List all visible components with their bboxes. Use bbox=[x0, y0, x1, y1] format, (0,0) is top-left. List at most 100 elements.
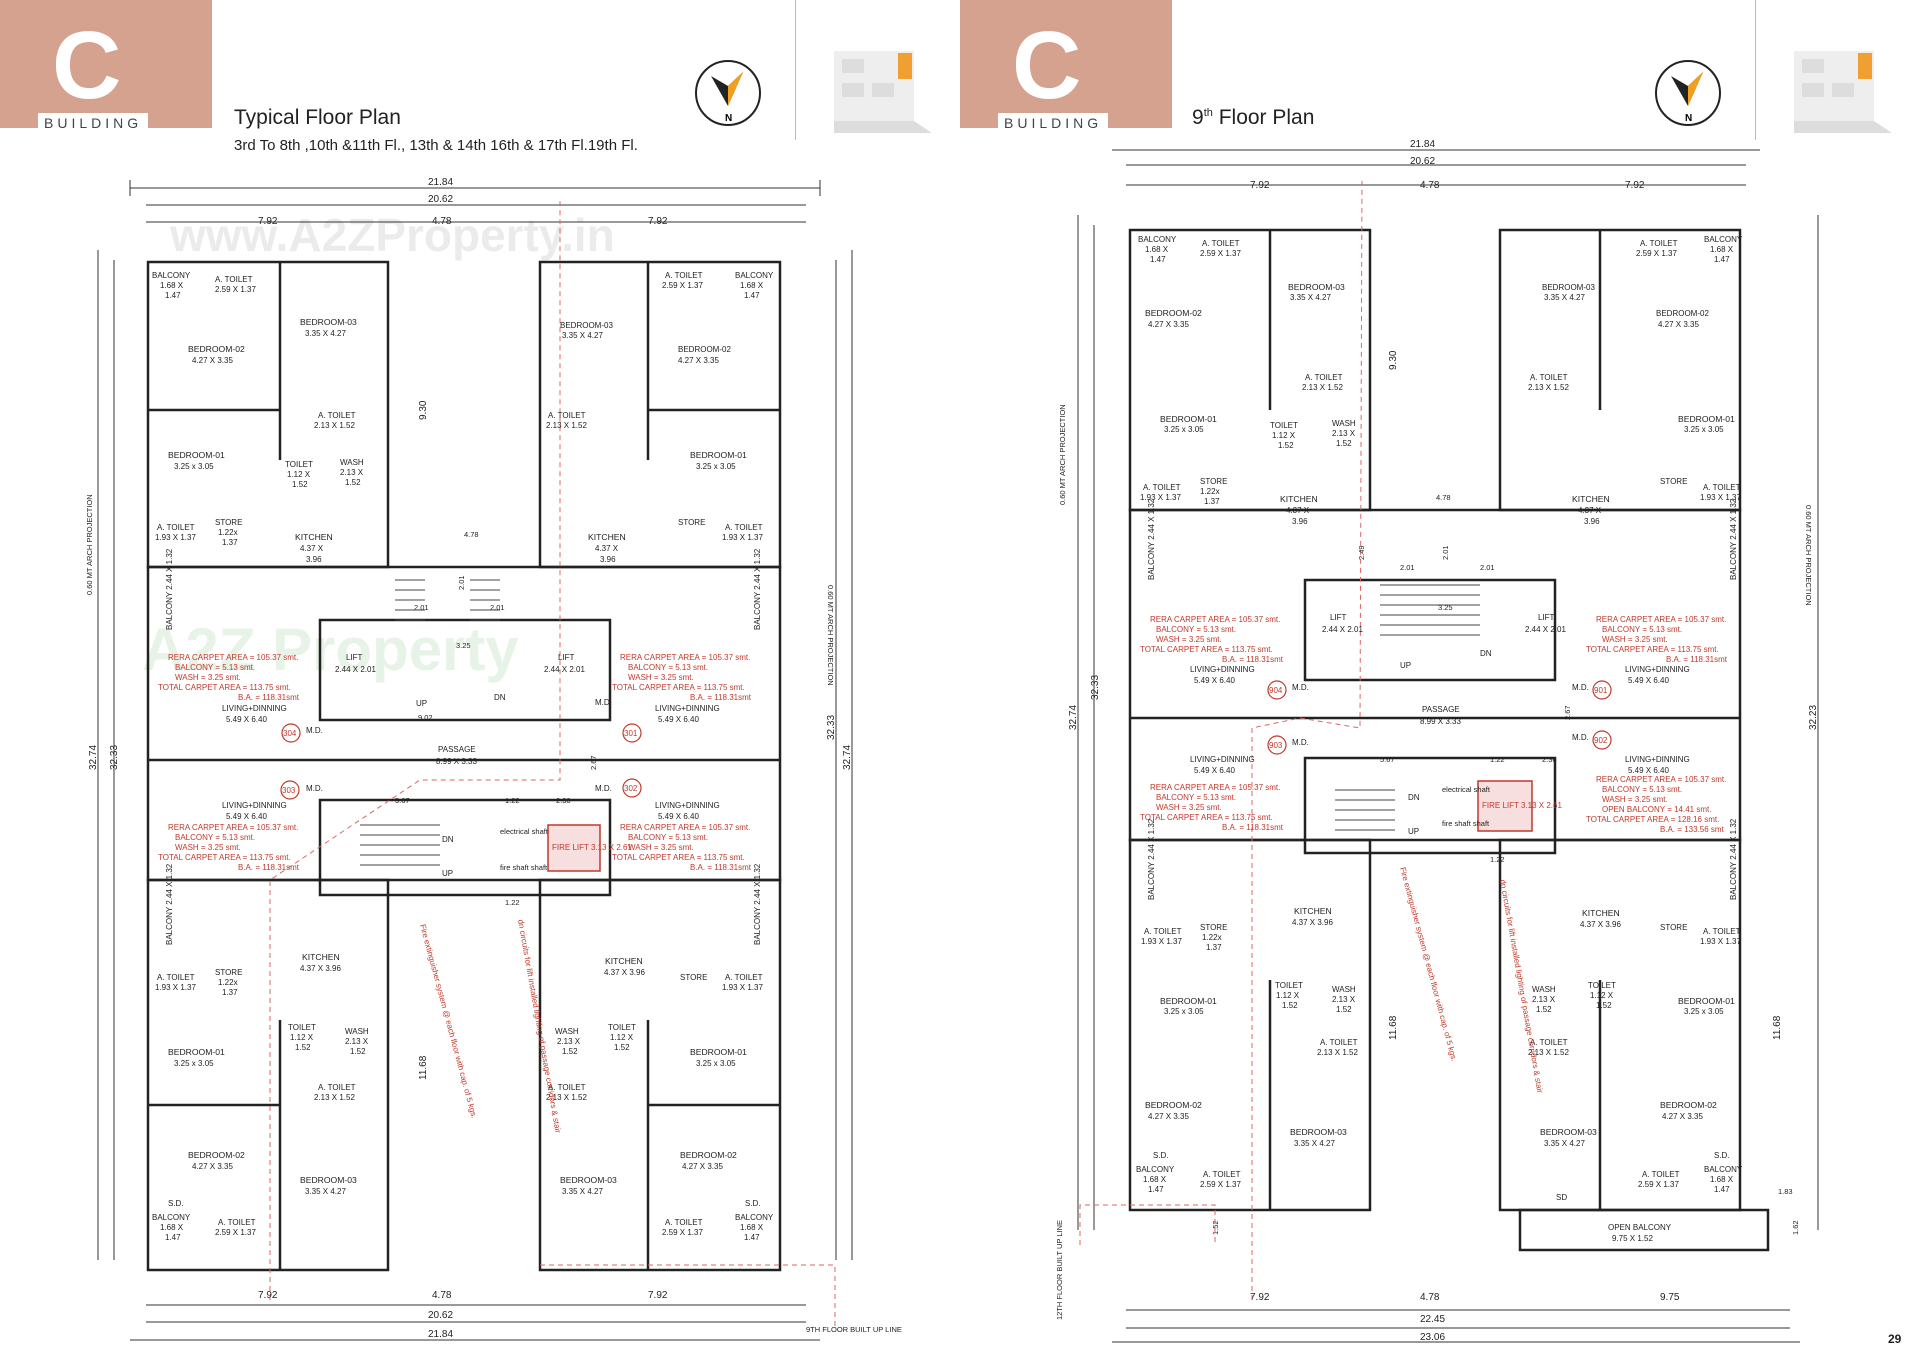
svg-text:3.35 X 4.27: 3.35 X 4.27 bbox=[1544, 1139, 1585, 1148]
svg-text:BALCONY 2.44 X 1.32: BALCONY 2.44 X 1.32 bbox=[165, 548, 174, 630]
svg-text:1.52: 1.52 bbox=[1596, 1001, 1612, 1010]
svg-text:1.68 X: 1.68 X bbox=[160, 1223, 184, 1232]
svg-text:1.22: 1.22 bbox=[505, 796, 520, 805]
svg-text:3.35 X 4.27: 3.35 X 4.27 bbox=[562, 331, 603, 340]
svg-text:32.33: 32.33 bbox=[1090, 675, 1101, 700]
svg-text:BALCONY = 5.13: BALCONY = 5.13 smt. bbox=[1156, 625, 1236, 634]
svg-text:4.27 X 3.35: 4.27 X 3.35 bbox=[682, 1162, 723, 1171]
svg-text:1.22x: 1.22x bbox=[1200, 487, 1220, 496]
svg-text:A. TOILET: A. TOILET bbox=[1305, 373, 1343, 382]
svg-text:4.27 X 3.35: 4.27 X 3.35 bbox=[1658, 320, 1699, 329]
dim-right-outer: 32.74 bbox=[842, 745, 853, 770]
ninth-floor-plan-drawing: 21.84 20.62 7.92 4.78 7.92 7.92 4.78 9.7… bbox=[1055, 139, 1819, 1343]
svg-text:BALCONY 2.44 X 1.32: BALCONY 2.44 X 1.32 bbox=[1147, 498, 1156, 580]
svg-text:PASSAGE: PASSAGE bbox=[1422, 705, 1460, 714]
core-labels: LIFT 2.44 X 2.01 LIFT 2.44 X 2.01 UP DN … bbox=[222, 530, 720, 907]
svg-text:5.49 X 6.40: 5.49 X 6.40 bbox=[1628, 766, 1669, 775]
svg-text:1.52: 1.52 bbox=[1282, 1001, 1298, 1010]
compass-north-label: N bbox=[1685, 113, 1693, 124]
unit-markers bbox=[1267, 680, 1612, 755]
room-labels-upper: BALCONY 1.68 X 1.47 A. TOILET 2.59 X 1.3… bbox=[1138, 235, 1743, 580]
svg-text:1.68 X: 1.68 X bbox=[1145, 245, 1169, 254]
svg-text:WASH = 3.25: WASH = 3.25 smt. bbox=[628, 673, 694, 682]
svg-text:1.93 X 1.37: 1.93 X 1.37 bbox=[722, 983, 763, 992]
svg-text:2.13 X 1.52: 2.13 X 1.52 bbox=[546, 1093, 587, 1102]
svg-text:KITCHEN: KITCHEN bbox=[1582, 908, 1620, 918]
svg-text:LIVING+DINNING: LIVING+DINNING bbox=[222, 704, 287, 713]
svg-text:LIFT: LIFT bbox=[558, 653, 575, 662]
key-plan-icon bbox=[828, 45, 938, 140]
builtup-line bbox=[269, 200, 561, 1300]
svg-text:1.37: 1.37 bbox=[222, 538, 238, 547]
room-labels-upper: BALCONY 1.68 X 1.47 A. TOILET 2.59 X 1.3… bbox=[152, 271, 774, 630]
svg-text:1.12 X: 1.12 X bbox=[1590, 991, 1614, 1000]
svg-text:LIFT: LIFT bbox=[346, 653, 363, 662]
svg-text:4.27 X 3.35: 4.27 X 3.35 bbox=[1662, 1112, 1703, 1121]
svg-text:4.27 X 3.35: 4.27 X 3.35 bbox=[192, 356, 233, 365]
page-title: 9th Floor Plan bbox=[1192, 106, 1315, 129]
svg-text:M.D.: M.D. bbox=[1572, 683, 1589, 692]
svg-text:A. TOILET: A. TOILET bbox=[1703, 927, 1741, 936]
svg-text:STORE: STORE bbox=[1660, 477, 1687, 486]
dim-top-right: 7.92 bbox=[648, 216, 668, 227]
svg-text:STORE: STORE bbox=[1200, 477, 1227, 486]
svg-text:2.59 X 1.37: 2.59 X 1.37 bbox=[1638, 1180, 1679, 1189]
svg-text:UP: UP bbox=[1408, 827, 1419, 836]
svg-text:BEDROOM-02: BEDROOM-02 bbox=[188, 344, 245, 354]
svg-text:A. TOILET: A. TOILET bbox=[1144, 927, 1182, 936]
svg-text:8.99 X 3.33: 8.99 X 3.33 bbox=[436, 757, 477, 766]
svg-text:TOTAL CARPET AREA = 113.75 sm: TOTAL CARPET AREA = 113.75 smt. bbox=[612, 683, 745, 692]
header-divider bbox=[1755, 0, 1756, 140]
unit-number: 303 bbox=[282, 786, 296, 795]
svg-text:WASH = 3.25: WASH = 3.25 smt. bbox=[175, 843, 241, 852]
svg-text:3.25: 3.25 bbox=[1438, 603, 1453, 612]
svg-text:2.36: 2.36 bbox=[556, 796, 571, 805]
svg-text:WASH: WASH bbox=[340, 458, 364, 467]
svg-text:5.49 X 6.40: 5.49 X 6.40 bbox=[658, 812, 699, 821]
svg-text:1.93 X 1.37: 1.93 X 1.37 bbox=[1700, 937, 1741, 946]
open-balcony-size: 9.75 X 1.52 bbox=[1612, 1234, 1653, 1243]
svg-text:3.25 x 3.05: 3.25 x 3.05 bbox=[174, 1059, 214, 1068]
svg-text:BEDROOM-03: BEDROOM-03 bbox=[1288, 282, 1345, 292]
svg-text:BEDROOM-03: BEDROOM-03 bbox=[300, 1175, 357, 1185]
svg-text:BALCONY = 5.13: BALCONY = 5.13 smt. bbox=[628, 833, 708, 842]
svg-text:1.68 X: 1.68 X bbox=[740, 1223, 764, 1232]
svg-text:21.84: 21.84 bbox=[1410, 139, 1435, 150]
svg-text:2.01: 2.01 bbox=[1400, 563, 1415, 572]
svg-text:1.68 X: 1.68 X bbox=[1143, 1175, 1167, 1184]
svg-text:KITCHEN: KITCHEN bbox=[1572, 494, 1610, 504]
svg-text:TOTAL CARPET AREA = 113.75 sm: TOTAL CARPET AREA = 113.75 smt. bbox=[158, 853, 291, 862]
svg-text:2.59 X 1.37: 2.59 X 1.37 bbox=[662, 1228, 703, 1237]
svg-text:RERA CARPET AREA = 105.37 sm: RERA CARPET AREA = 105.37 smt. bbox=[1596, 775, 1726, 784]
svg-text:LIVING+DINNING: LIVING+DINNING bbox=[1190, 755, 1255, 764]
svg-text:1.52: 1.52 bbox=[1278, 441, 1294, 450]
dim-left-inner: 32.33 bbox=[109, 745, 120, 770]
svg-text:A. TOILET: A. TOILET bbox=[548, 411, 586, 420]
svg-text:4.78: 4.78 bbox=[464, 530, 479, 539]
svg-text:A. TOILET: A. TOILET bbox=[665, 1218, 703, 1227]
svg-text:2.59 X 1.37: 2.59 X 1.37 bbox=[1636, 249, 1677, 258]
svg-text:RERA CARPET AREA = 105.37 sm: RERA CARPET AREA = 105.37 smt. bbox=[168, 823, 298, 832]
svg-text:1.22: 1.22 bbox=[505, 898, 520, 907]
building-letter: C bbox=[1012, 12, 1082, 119]
svg-text:LIFT: LIFT bbox=[1538, 613, 1555, 622]
arch-projection-right: 0.60 MT ARCH PROJECTION bbox=[826, 585, 835, 686]
svg-text:2.13 X: 2.13 X bbox=[1532, 995, 1556, 1004]
svg-text:DN: DN bbox=[1480, 649, 1492, 658]
svg-text:KITCHEN: KITCHEN bbox=[302, 952, 340, 962]
svg-text:1.12 X: 1.12 X bbox=[287, 470, 311, 479]
svg-text:1.37: 1.37 bbox=[222, 988, 238, 997]
svg-text:BALCONY = 5.13: BALCONY = 5.13 smt. bbox=[1602, 785, 1682, 794]
svg-text:2.13 X 1.52: 2.13 X 1.52 bbox=[314, 421, 355, 430]
svg-text:2.01: 2.01 bbox=[1480, 563, 1495, 572]
svg-text:BALCONY = 5.13: BALCONY = 5.13 smt. bbox=[175, 663, 255, 672]
svg-text:LIVING+DINNING: LIVING+DINNING bbox=[1190, 665, 1255, 674]
svg-text:7.92: 7.92 bbox=[1250, 180, 1270, 191]
svg-text:3.35 X 4.27: 3.35 X 4.27 bbox=[305, 1187, 346, 1196]
svg-text:BALCONY: BALCONY bbox=[1704, 1165, 1743, 1174]
svg-text:RERA CARPET AREA = 105.37 sm: RERA CARPET AREA = 105.37 smt. bbox=[1596, 615, 1726, 624]
fire-note: Fire extinguisher system @ each floor wi… bbox=[418, 923, 479, 1119]
svg-text:RERA CARPET AREA = 105.37 sm: RERA CARPET AREA = 105.37 smt. bbox=[620, 653, 750, 662]
svg-text:S.D.: S.D. bbox=[1153, 1151, 1169, 1160]
svg-text:STORE: STORE bbox=[215, 968, 242, 977]
